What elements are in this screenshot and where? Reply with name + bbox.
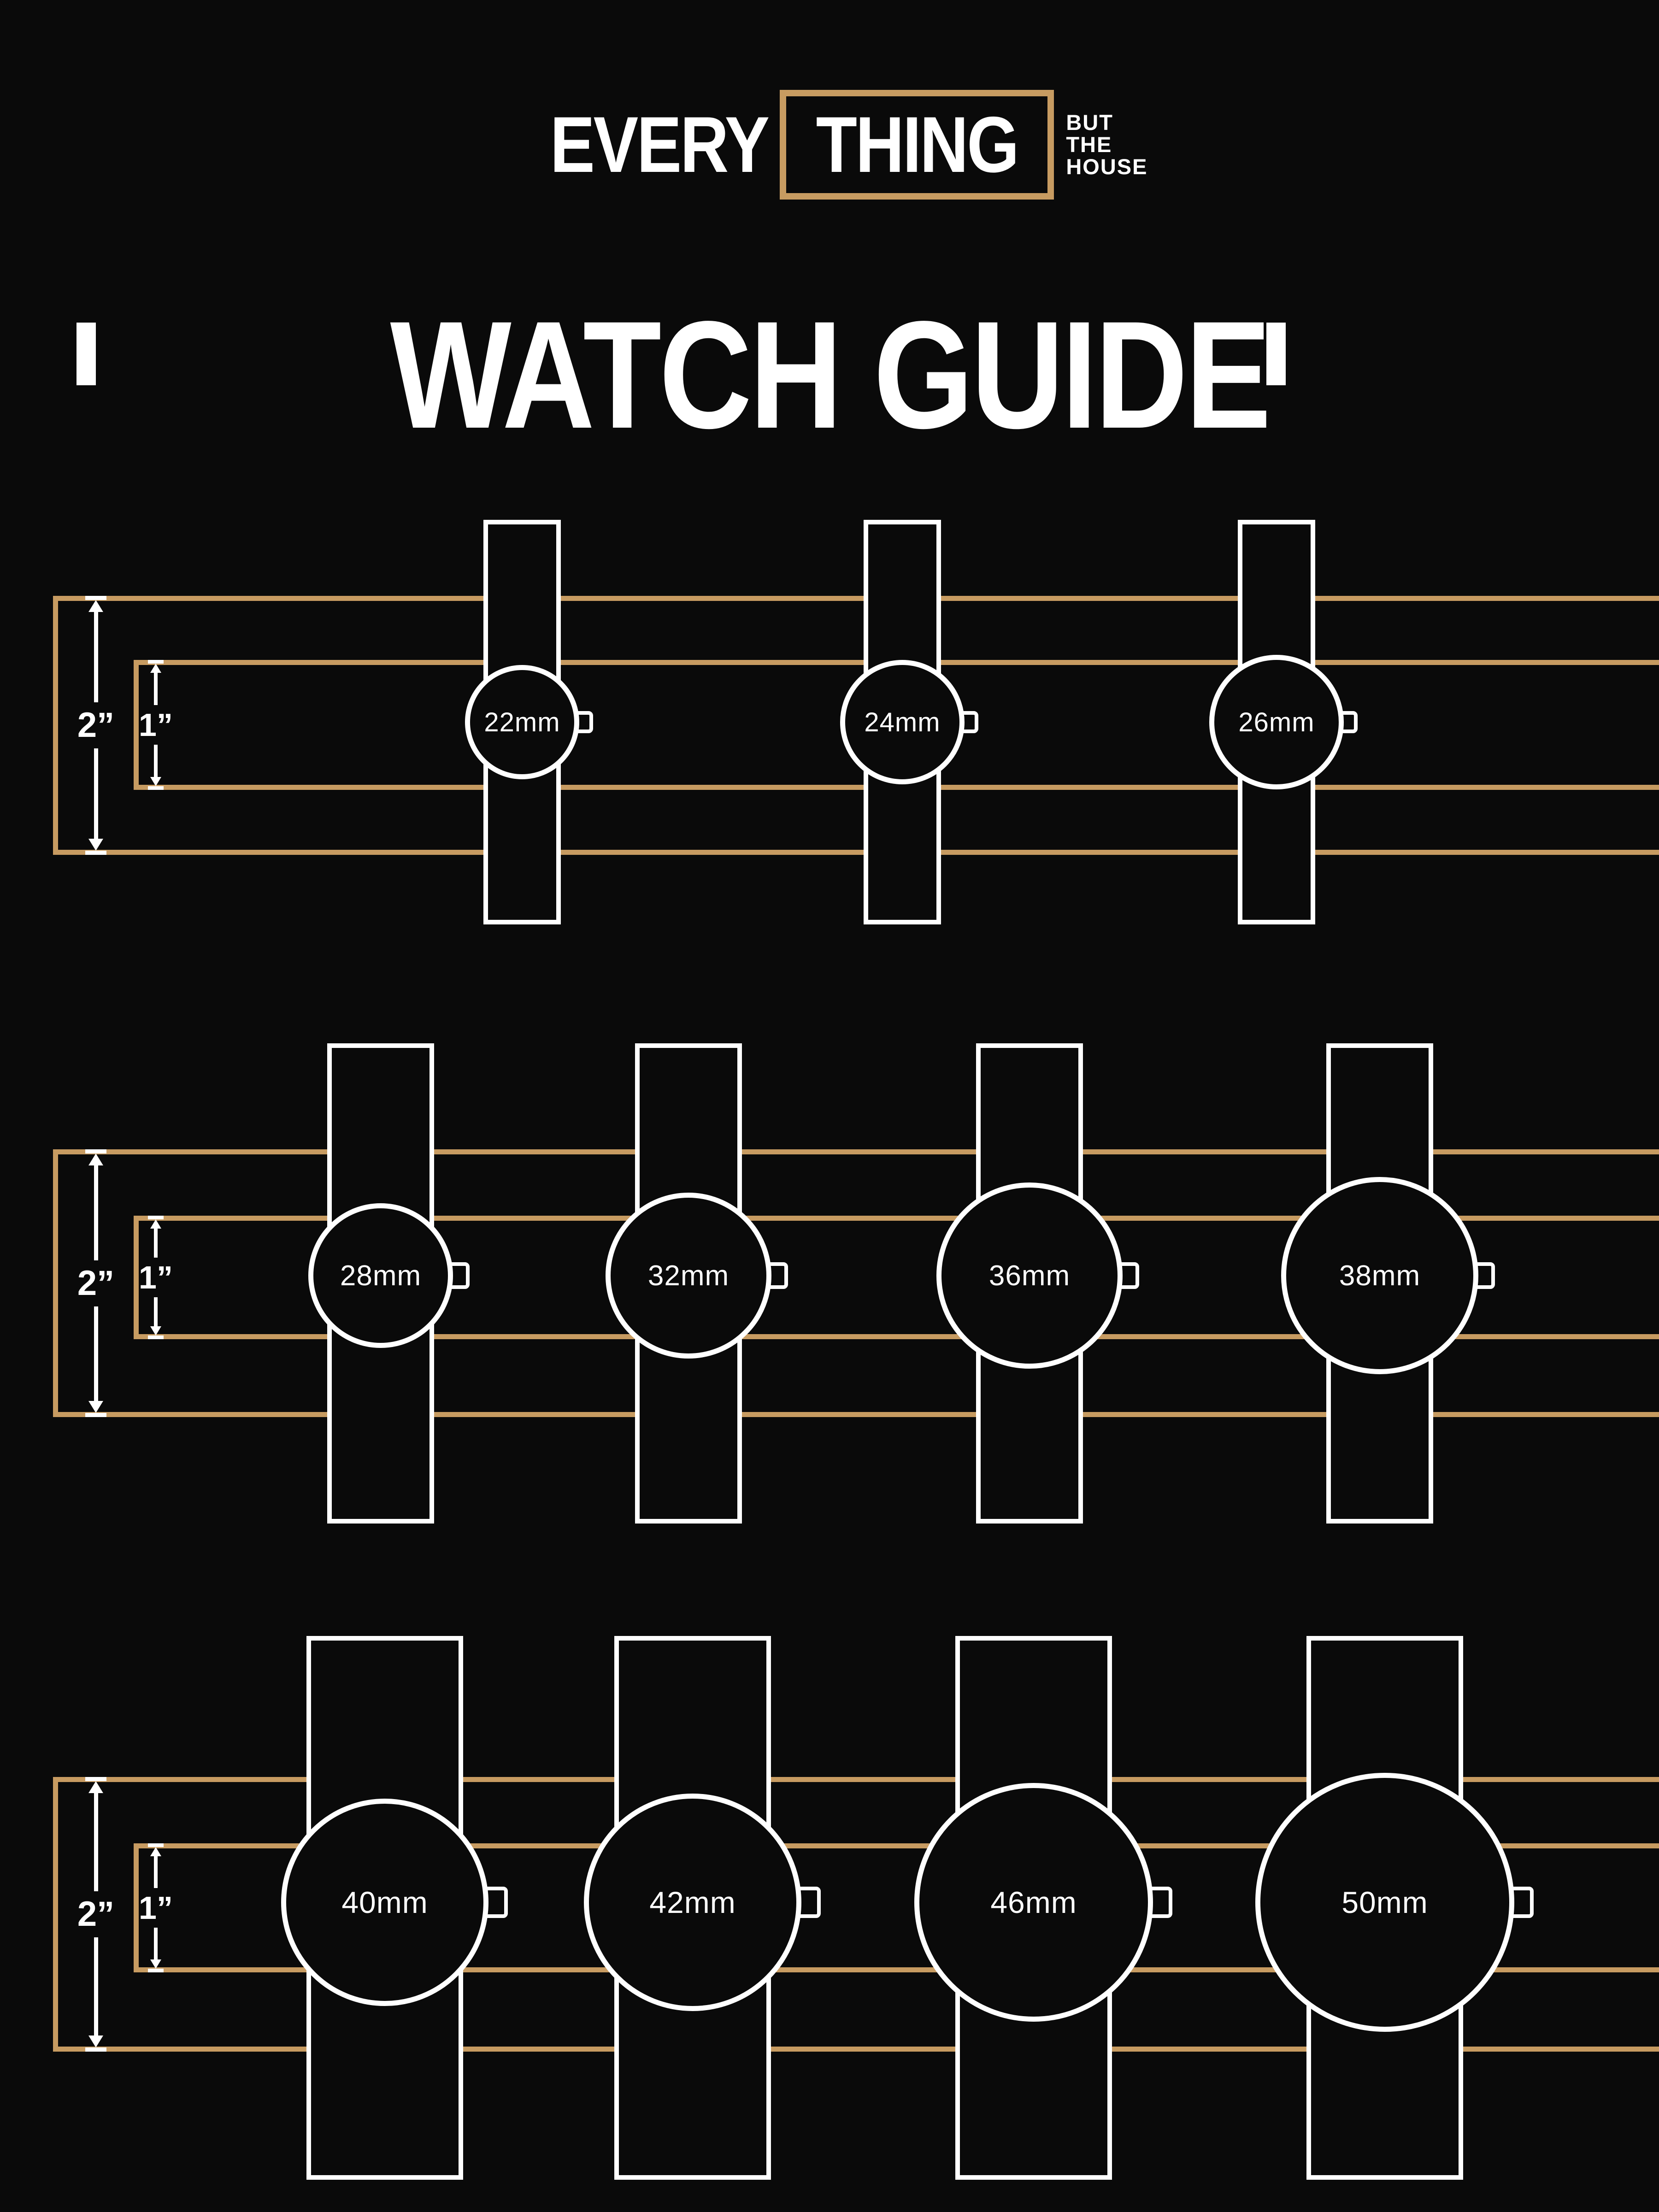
dim-cap bbox=[85, 596, 106, 600]
dim-cap bbox=[148, 1216, 164, 1219]
watch-face-40mm: 40mm bbox=[281, 1799, 488, 2006]
arrow-down-icon bbox=[150, 777, 161, 786]
logo-tagline-line: BUT bbox=[1066, 110, 1113, 135]
dim-cap bbox=[85, 851, 106, 855]
dim-cap bbox=[85, 2047, 106, 2052]
watch-size-label: 26mm bbox=[1238, 707, 1315, 737]
dim-cap bbox=[148, 786, 164, 790]
page-title: WATCH GUIDE bbox=[390, 289, 1271, 460]
logo-word-thing-box: THING bbox=[780, 90, 1054, 200]
measurement-band-2in bbox=[53, 596, 1659, 855]
dimension-marker-2in: 2” bbox=[77, 596, 114, 855]
dimension-label: 1” bbox=[139, 1890, 173, 1926]
dim-line bbox=[94, 612, 98, 702]
logo-tagline-line: HOUSE bbox=[1066, 154, 1148, 179]
dimension-label: 1” bbox=[139, 707, 173, 743]
dim-line bbox=[94, 1306, 98, 1401]
dim-line bbox=[94, 1165, 98, 1260]
dimension-label: 2” bbox=[77, 706, 115, 745]
measurement-band-1in bbox=[134, 1843, 1659, 1972]
arrow-down-icon bbox=[88, 839, 103, 851]
logo-word-thing: THING bbox=[816, 100, 1019, 189]
dim-cap bbox=[148, 1335, 164, 1339]
watch-face-46mm: 46mm bbox=[914, 1783, 1153, 2022]
dim-line bbox=[154, 673, 158, 705]
watch-size-label: 22mm bbox=[484, 707, 560, 737]
dimension-marker-1in: 1” bbox=[139, 660, 173, 790]
dimension-label: 1” bbox=[139, 1259, 173, 1295]
dim-cap bbox=[85, 1777, 106, 1781]
watch-size-label: 36mm bbox=[988, 1259, 1071, 1292]
arrow-up-icon bbox=[150, 1847, 161, 1856]
dim-line bbox=[154, 1928, 158, 1959]
watch-size-label: 38mm bbox=[1339, 1259, 1421, 1292]
watch-size-label: 50mm bbox=[1341, 1885, 1428, 1919]
measurement-band-2in bbox=[53, 1777, 1659, 2052]
dim-line bbox=[94, 748, 98, 839]
watch-size-label: 42mm bbox=[649, 1885, 736, 1919]
ebth-logo: EVERY THING BUT THE HOUSE bbox=[0, 90, 1659, 200]
watch-face-50mm: 50mm bbox=[1255, 1773, 1514, 2032]
arrow-up-icon bbox=[150, 664, 161, 673]
dim-cap bbox=[148, 1843, 164, 1847]
dim-cap bbox=[148, 660, 164, 664]
dim-line bbox=[154, 1297, 158, 1326]
arrow-up-icon bbox=[88, 1781, 103, 1793]
arrow-down-icon bbox=[150, 1326, 161, 1335]
watch-size-label: 46mm bbox=[990, 1885, 1077, 1919]
measurement-band-1in bbox=[134, 1216, 1659, 1339]
arrow-down-icon bbox=[88, 1401, 103, 1413]
dim-cap bbox=[85, 1149, 106, 1153]
watch-face-26mm: 26mm bbox=[1209, 655, 1344, 789]
watch-face-38mm: 38mm bbox=[1281, 1177, 1478, 1374]
dimension-marker-2in: 2” bbox=[77, 1777, 114, 2052]
arrow-up-icon bbox=[150, 1219, 161, 1229]
dim-line bbox=[94, 1793, 98, 1891]
watch-face-36mm: 36mm bbox=[936, 1182, 1123, 1369]
watch-size-label: 32mm bbox=[647, 1259, 729, 1292]
dim-cap bbox=[85, 1413, 106, 1417]
title-accent-left bbox=[76, 323, 96, 385]
dimension-label: 2” bbox=[77, 1263, 115, 1303]
logo-tagline: BUT THE HOUSE bbox=[1066, 112, 1147, 178]
watch-size-label: 40mm bbox=[341, 1885, 428, 1919]
watch-face-22mm: 22mm bbox=[465, 665, 579, 779]
measurement-band-2in bbox=[53, 1149, 1659, 1417]
dimension-marker-1in: 1” bbox=[139, 1216, 173, 1339]
arrow-up-icon bbox=[88, 1153, 103, 1165]
watch-face-42mm: 42mm bbox=[584, 1794, 801, 2011]
dimension-label: 2” bbox=[77, 1894, 115, 1934]
dimension-marker-2in: 2” bbox=[77, 1149, 114, 1417]
dim-line bbox=[154, 1856, 158, 1888]
logo-word-every: EVERY bbox=[550, 100, 770, 189]
arrow-down-icon bbox=[150, 1959, 161, 1969]
logo-tagline-line: THE bbox=[1066, 132, 1112, 157]
watch-face-32mm: 32mm bbox=[606, 1193, 771, 1359]
dim-line bbox=[94, 1937, 98, 2036]
watch-face-28mm: 28mm bbox=[308, 1203, 453, 1348]
watch-size-label: 24mm bbox=[864, 707, 941, 737]
watch-size-label: 28mm bbox=[340, 1259, 422, 1292]
dim-line bbox=[154, 745, 158, 777]
dim-cap bbox=[148, 1969, 164, 1972]
dim-line bbox=[154, 1229, 158, 1258]
dimension-marker-1in: 1” bbox=[139, 1843, 173, 1972]
arrow-down-icon bbox=[88, 2036, 103, 2047]
arrow-up-icon bbox=[88, 600, 103, 612]
title-accent-right bbox=[1266, 323, 1286, 385]
watch-face-24mm: 24mm bbox=[840, 660, 965, 784]
